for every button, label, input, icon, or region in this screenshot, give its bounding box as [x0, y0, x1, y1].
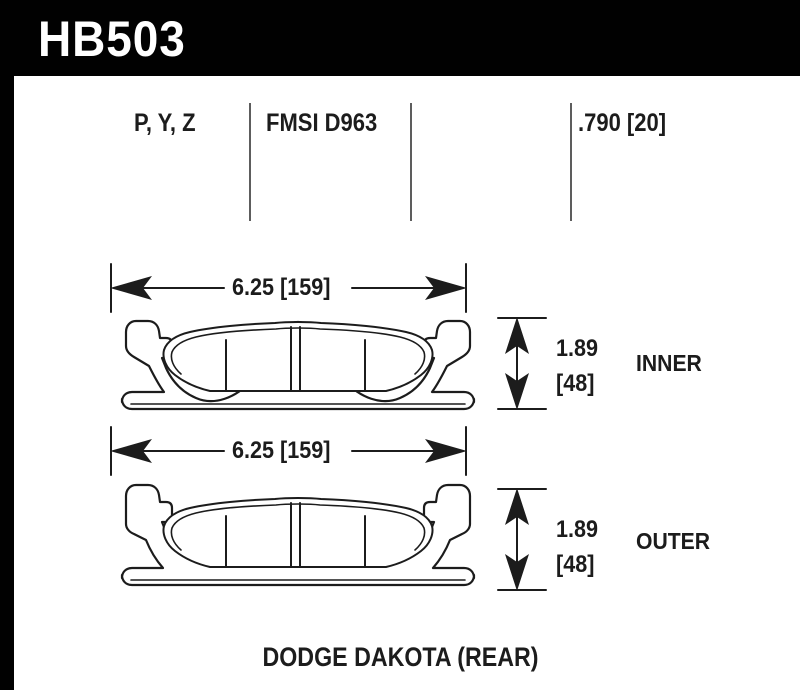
part-number: HB503 — [38, 11, 186, 67]
inner-height-dimension — [497, 317, 547, 410]
inner-width-label: 6.25 [159] — [232, 274, 331, 301]
outer-pad-friction-inner-contour — [170, 503, 426, 551]
spec-divider-3 — [570, 103, 572, 221]
compound-codes: P, Y, Z — [134, 109, 196, 137]
vehicle-caption: DODGE DAKOTA (REAR) — [0, 642, 800, 673]
inner-pad-slot-lines — [225, 326, 366, 392]
spec-divider-1 — [249, 103, 251, 221]
outer-height-label-imperial: 1.89 — [556, 516, 599, 543]
outer-position-label: OUTER — [636, 528, 711, 554]
outer-height-label-metric: [48] — [556, 551, 595, 578]
inner-width-arrow-right — [425, 276, 467, 300]
fmsi-number: FMSI D963 — [266, 109, 378, 137]
thickness-dimension: .790 [20] — [578, 109, 667, 137]
inner-height-label-imperial: 1.89 — [556, 335, 599, 362]
vehicle-caption-text: DODGE DAKOTA (REAR) — [261, 642, 539, 672]
outer-pad-slot-lines — [225, 502, 366, 568]
header-bar: HB503 — [0, 0, 800, 76]
inner-position-label: INNER — [636, 350, 702, 376]
inner-height-label-metric: [48] — [556, 370, 595, 397]
spec-divider-2 — [410, 103, 412, 221]
outer-pad-friction-material — [162, 497, 434, 568]
inner-pad-friction-inner-contour — [170, 327, 426, 375]
inner-width-arrow-left — [110, 276, 152, 300]
inner-height-arrow-up — [505, 317, 529, 354]
outer-height-arrow-down — [505, 554, 529, 591]
outer-height-arrow-up — [505, 488, 529, 525]
inner-height-arrow-down — [505, 373, 529, 410]
left-edge-strip — [0, 76, 14, 690]
outer-width-arrow-right — [425, 439, 467, 463]
outer-width-arrow-left — [110, 439, 152, 463]
outer-width-label: 6.25 [159] — [232, 437, 331, 464]
inner-pad-friction-material — [162, 321, 434, 392]
